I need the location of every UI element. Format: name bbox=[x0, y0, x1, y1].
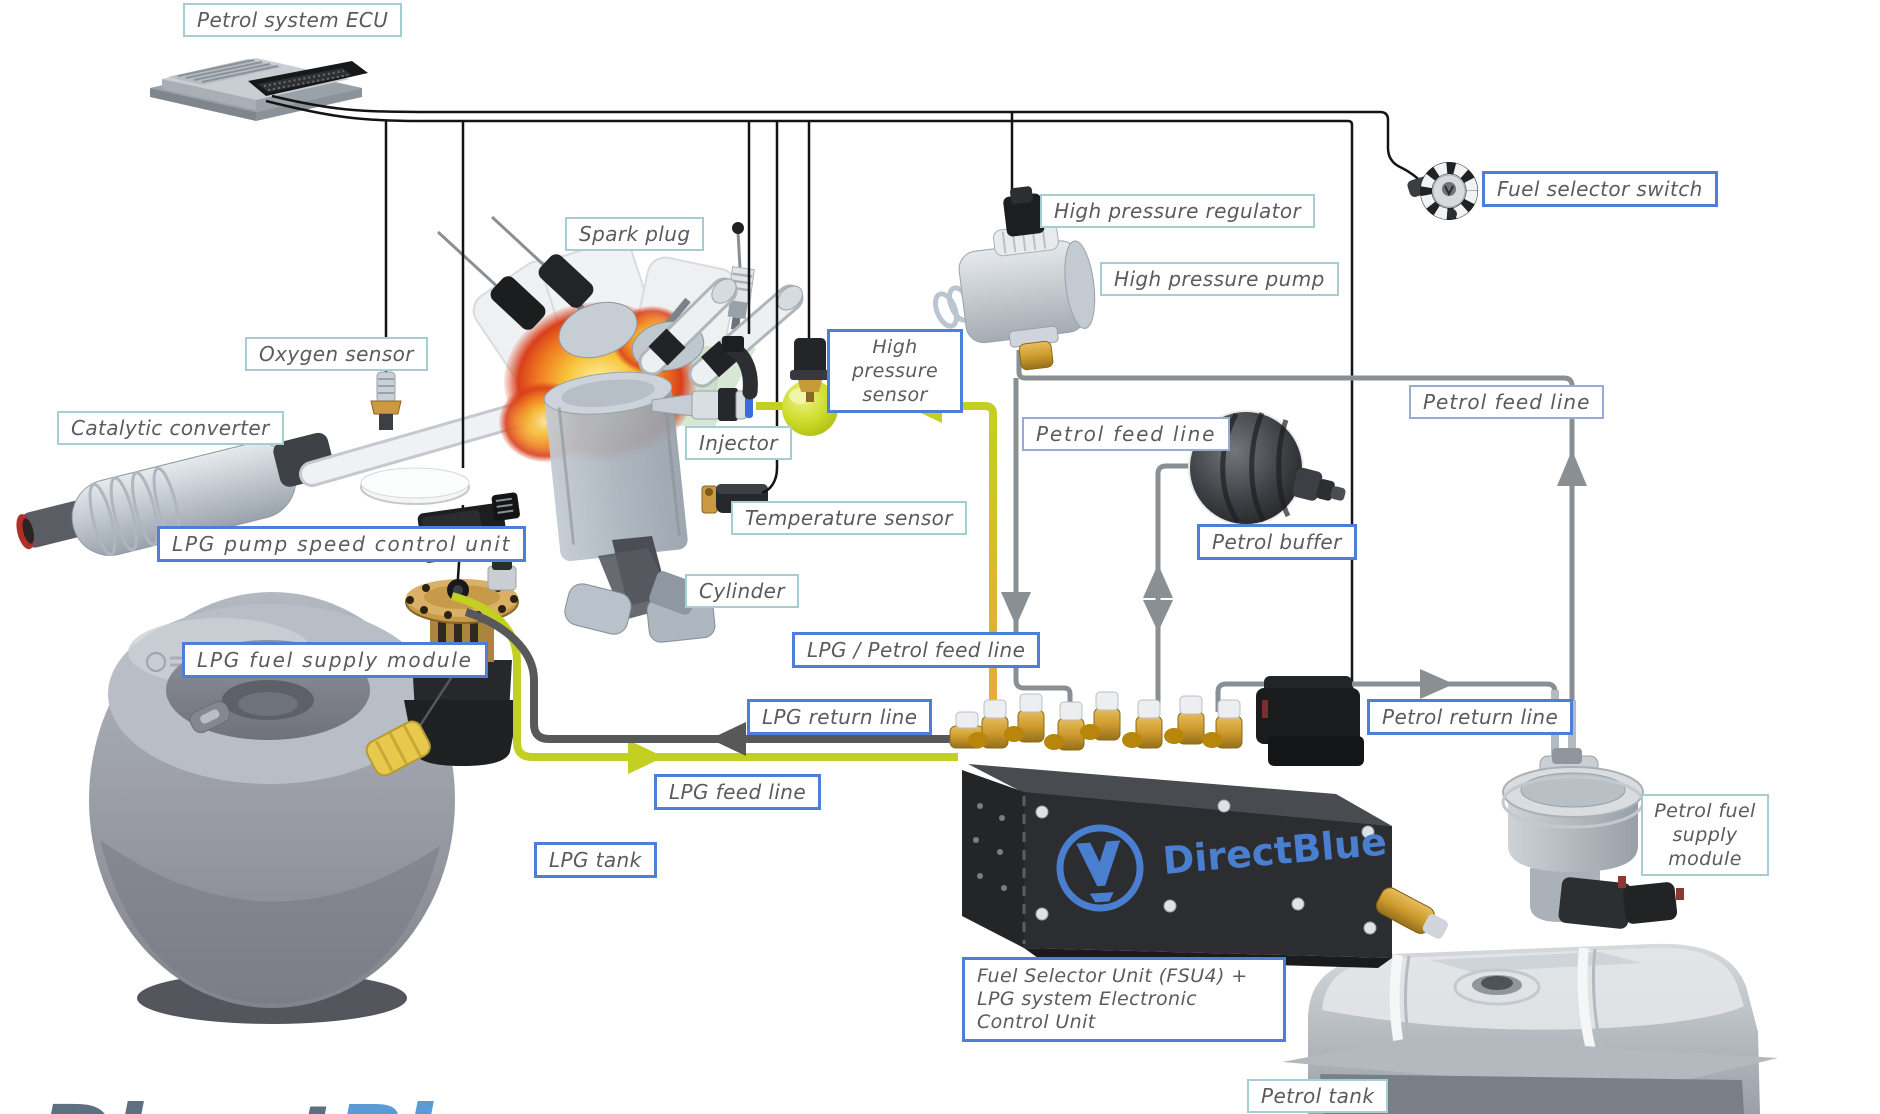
label-lpg-petrol-feed-line: LPG / Petrol feed line bbox=[792, 632, 1041, 668]
label-petrol-buffer: Petrol buffer bbox=[1197, 524, 1357, 560]
label-lpg-pump-speed-control-unit: LPG pump speed control unit bbox=[157, 526, 527, 562]
fsu-fittings bbox=[949, 691, 1243, 751]
fsu-bottom-fitting bbox=[1375, 887, 1449, 939]
label-temperature-sensor: Temperature sensor bbox=[731, 501, 967, 535]
label-catalytic-converter: Catalytic converter bbox=[57, 411, 284, 445]
label-petrol-feed-line-right: Petrol feed line bbox=[1409, 385, 1605, 419]
high-pressure-pump-graphic bbox=[933, 186, 1096, 371]
directblue-footer-logo: DirectBlue bbox=[38, 1086, 555, 1114]
lpg-return-line-path bbox=[464, 608, 958, 743]
label-oxygen-sensor: Oxygen sensor bbox=[245, 337, 428, 371]
wiring-harness bbox=[265, 94, 1425, 728]
label-lpg-tank: LPG tank bbox=[534, 842, 657, 878]
label-injector: Injector bbox=[685, 426, 792, 460]
label-high-pressure-regulator: High pressure regulator bbox=[1040, 194, 1316, 228]
label-petrol-feed-line-mid: Petrol feed line bbox=[1022, 417, 1231, 451]
petrol-buffer-line-path bbox=[1155, 463, 1196, 712]
cylinder-graphic bbox=[543, 371, 688, 562]
label-high-pressure-sensor: High pressure sensor bbox=[827, 329, 963, 413]
high-pressure-sensor-graphic bbox=[782, 338, 838, 436]
label-lpg-fuel-supply-module: LPG fuel supply module bbox=[182, 642, 488, 678]
label-fsu: Fuel Selector Unit (FSU4) + LPG system E… bbox=[962, 957, 1286, 1042]
lpg-fuel-supply-module-graphic bbox=[365, 556, 520, 777]
ecu-graphic bbox=[150, 58, 368, 121]
combined-feed-line-path bbox=[756, 402, 997, 712]
fsu-graphic: DirectBlue bbox=[949, 676, 1449, 968]
lpg-feed-line-path bbox=[450, 592, 958, 761]
label-petrol-fuel-supply-module: Petrol fuel supply module bbox=[1641, 794, 1769, 876]
petrol-return-line-path bbox=[1215, 681, 1558, 766]
fuel-selector-switch-graphic bbox=[1407, 162, 1478, 220]
fuel-level-float bbox=[365, 720, 431, 777]
label-petrol-tank: Petrol tank bbox=[1247, 1079, 1389, 1113]
engine-graphic bbox=[436, 215, 804, 643]
petrol-feed-line-path bbox=[1016, 350, 1575, 768]
fsu-connector bbox=[1256, 676, 1364, 766]
label-high-pressure-pump: High pressure pump bbox=[1100, 262, 1339, 296]
oxygen-sensor-graphic bbox=[370, 371, 402, 430]
label-cylinder: Cylinder bbox=[685, 574, 800, 608]
label-petrol-return-line: Petrol return line bbox=[1367, 699, 1574, 735]
fuel-lines bbox=[450, 350, 1587, 774]
label-lpg-return-line: LPG return line bbox=[747, 699, 933, 735]
fsu-logo bbox=[1056, 824, 1144, 912]
label-spark-plug: Spark plug bbox=[565, 217, 705, 251]
injector-graphic bbox=[651, 336, 758, 421]
label-lpg-feed-line: LPG feed line bbox=[654, 774, 822, 810]
label-fuel-selector-switch: Fuel selector switch bbox=[1482, 171, 1718, 207]
label-petrol-system-ecu: Petrol system ECU bbox=[183, 3, 403, 37]
petrol-tank-graphic bbox=[1282, 943, 1778, 1114]
